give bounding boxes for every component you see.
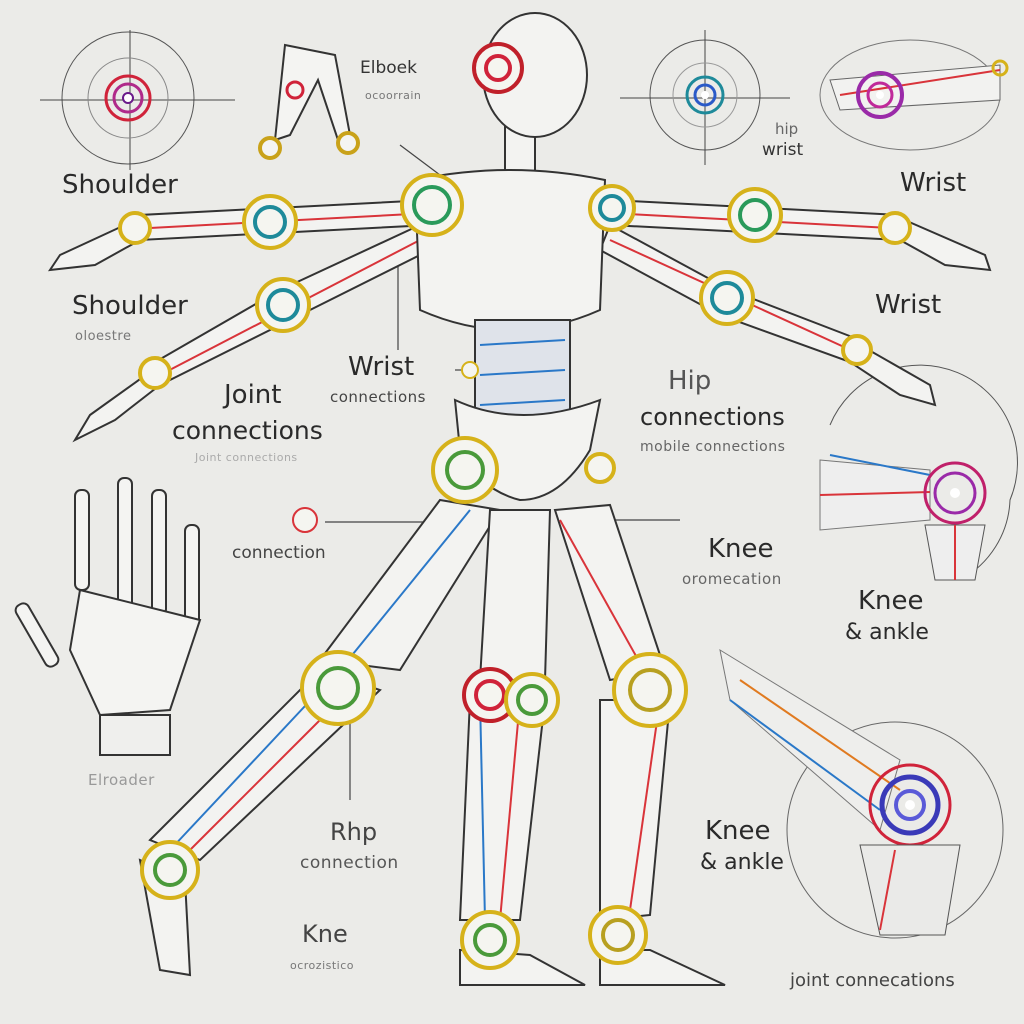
joint-elbow-left-lower bbox=[255, 277, 311, 333]
label-wrist-mid: Wrist bbox=[348, 352, 415, 382]
label-shoulder-2-sub: oloestre bbox=[75, 329, 132, 344]
label-hip-mid-sub: connections bbox=[640, 403, 785, 431]
joint-ankle-right bbox=[588, 905, 648, 965]
joint-ankle-mid bbox=[460, 910, 520, 970]
label-wrist-2: Wrist bbox=[875, 290, 942, 320]
label-hand-caption: Elroader bbox=[88, 771, 155, 789]
label-connection-left: connection bbox=[232, 543, 326, 563]
label-kne: Kne bbox=[302, 920, 348, 948]
joint-knee-mid-green bbox=[504, 672, 560, 728]
label-joint-sub: connections bbox=[172, 416, 323, 445]
label-knee-1-sub: oromecation bbox=[682, 570, 782, 588]
label-wrist-1: Wrist bbox=[900, 168, 967, 198]
label-joint-footer: joint connecations bbox=[790, 970, 955, 991]
hand-skeleton-sketch bbox=[14, 477, 202, 756]
shoulder-inset-target bbox=[40, 30, 235, 170]
joints bbox=[118, 42, 912, 970]
joint-ankle-left bbox=[140, 840, 200, 900]
label-knee-ankle-1-sub: & ankle bbox=[845, 620, 929, 645]
joint-wrist-left bbox=[118, 211, 152, 245]
label-wrist-top: wrist bbox=[762, 140, 804, 160]
label-knee-ankle-1: Knee bbox=[858, 586, 924, 616]
hip-inset-detail bbox=[819, 364, 1018, 581]
label-hip-top: hip bbox=[775, 120, 799, 138]
label-shoulder-2: Shoulder bbox=[72, 291, 188, 321]
joint-head bbox=[472, 42, 524, 94]
label-joint-sub-small: Joint connections bbox=[195, 451, 298, 464]
label-knee-ankle-2-sub: & ankle bbox=[700, 850, 784, 875]
wrist-inset-detail bbox=[819, 39, 1009, 151]
elbow-inset-sketch bbox=[258, 43, 360, 160]
joint-shoulder-left bbox=[400, 173, 464, 237]
joint-hip-right bbox=[584, 452, 616, 484]
joint-knee-right bbox=[612, 652, 688, 728]
label-knee-ankle-2: Knee bbox=[705, 816, 771, 846]
wrist-inset-target bbox=[620, 30, 790, 165]
label-hip-mid-small: mobile connections bbox=[640, 439, 786, 455]
joint-knee-left bbox=[300, 650, 376, 726]
knee-ankle-inset-detail bbox=[719, 648, 1004, 939]
label-joint-title: Joint bbox=[224, 380, 282, 410]
joint-elbow-right-lower bbox=[699, 270, 755, 326]
joint-wrist-right-lower bbox=[841, 334, 873, 366]
joint-wrist-right bbox=[878, 211, 912, 245]
joint-hip-left bbox=[431, 436, 499, 504]
joint-elbow-right bbox=[727, 187, 783, 243]
label-knee-1: Knee bbox=[708, 534, 774, 564]
joint-shoulder-right bbox=[588, 184, 636, 232]
label-kne-sub: ocrozistico bbox=[290, 959, 354, 972]
label-elbow-top: Elboek bbox=[360, 58, 417, 78]
label-wrist-mid-sub: connections bbox=[330, 388, 426, 406]
joint-connection-small bbox=[292, 361, 479, 533]
joint-elbow-left bbox=[242, 194, 298, 250]
label-rhp-sub: connection bbox=[300, 853, 399, 873]
label-elbow-top-sub: ocoorrain bbox=[365, 89, 422, 102]
label-rhp: Rhp bbox=[330, 818, 378, 846]
joint-wrist-left-lower bbox=[138, 356, 172, 390]
label-shoulder-1: Shoulder bbox=[62, 170, 178, 200]
label-hip-mid: Hip bbox=[668, 366, 712, 396]
